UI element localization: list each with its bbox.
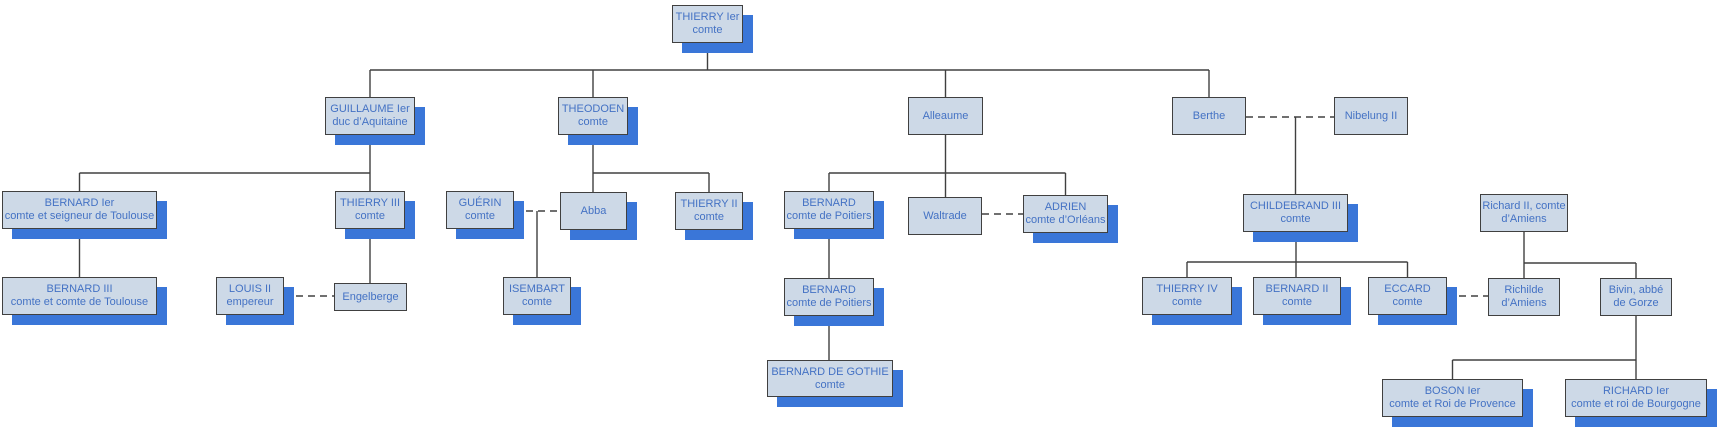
node-abba[interactable]: Abba xyxy=(560,192,627,230)
node-alleaume[interactable]: Alleaume xyxy=(908,97,983,135)
node-guillaume-ier[interactable]: GUILLAUME Ier duc d’Aquitaine xyxy=(325,97,415,135)
node-adrien[interactable]: ADRIEN comte d’Orléans xyxy=(1023,195,1108,233)
node-richard-ii-amiens[interactable]: Richard II, comte d’Amiens xyxy=(1480,194,1568,232)
node-bivin[interactable]: Bivin, abbé de Gorze xyxy=(1600,278,1672,316)
node-bernard-poitiers-2[interactable]: BERNARD comte de Poitiers xyxy=(784,278,874,316)
node-bernard-de-gothie[interactable]: BERNARD DE GOTHIE comte xyxy=(767,360,893,397)
node-thierry-iv[interactable]: THIERRY IV comte xyxy=(1142,277,1232,315)
node-thierry-ii[interactable]: THIERRY II comte xyxy=(675,192,743,230)
node-richilde[interactable]: Richilde d’Amiens xyxy=(1488,278,1560,316)
node-isembart[interactable]: ISEMBART comte xyxy=(503,277,571,315)
node-theodoen[interactable]: THEODOEN comte xyxy=(558,97,628,135)
node-eccard[interactable]: ECCARD comte xyxy=(1368,277,1447,315)
node-boson-ier[interactable]: BOSON Ier comte et Roi de Provence xyxy=(1382,379,1523,417)
node-guerin[interactable]: GUÉRIN comte xyxy=(446,191,514,229)
node-bernard-poitiers-1[interactable]: BERNARD comte de Poitiers xyxy=(784,191,874,229)
node-richard-ier[interactable]: RICHARD Ier comte et roi de Bourgogne xyxy=(1565,379,1707,417)
node-louis-ii[interactable]: LOUIS II empereur xyxy=(216,277,284,315)
node-bernard-ii[interactable]: BERNARD II comte xyxy=(1253,277,1341,315)
node-nibelung-ii[interactable]: Nibelung II xyxy=(1334,97,1408,135)
node-thierry-ier[interactable]: THIERRY Ier comte xyxy=(672,5,743,43)
node-berthe[interactable]: Berthe xyxy=(1172,97,1246,135)
node-childebrand-iii[interactable]: CHILDEBRAND III comte xyxy=(1243,194,1348,232)
node-bernard-ier[interactable]: BERNARD Ier comte et seigneur de Toulous… xyxy=(2,191,157,229)
node-thierry-iii[interactable]: THIERRY III comte xyxy=(335,191,405,229)
node-waltrade[interactable]: Waltrade xyxy=(908,197,982,235)
node-bernard-iii[interactable]: BERNARD III comte et comte de Toulouse xyxy=(2,277,157,315)
node-engelberge[interactable]: Engelberge xyxy=(334,283,407,311)
